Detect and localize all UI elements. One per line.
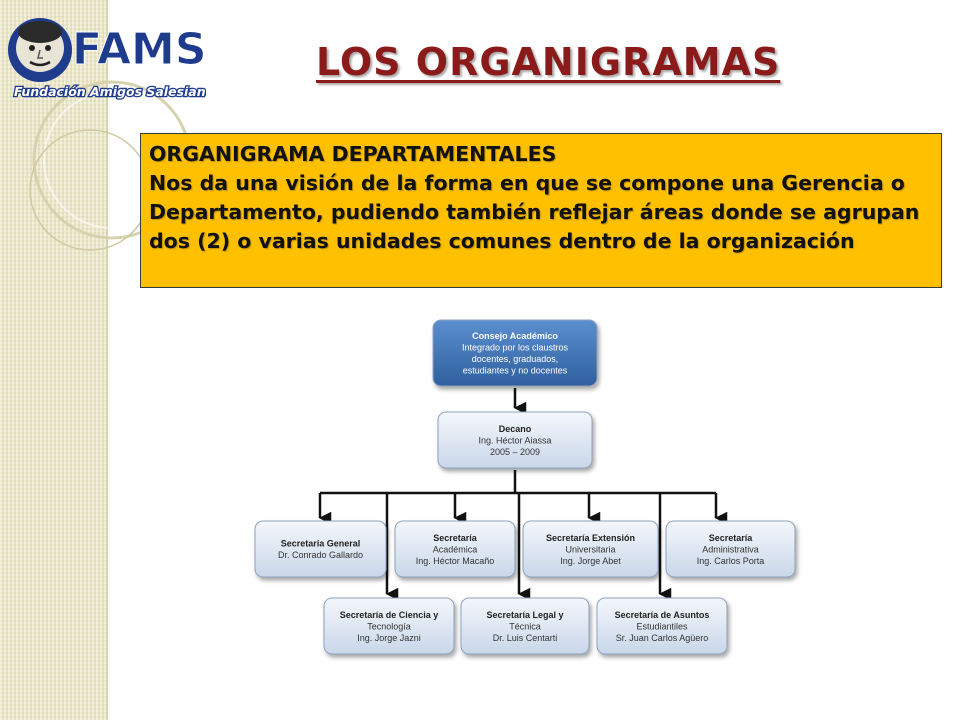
org-node-text: Secretaría General bbox=[281, 539, 361, 549]
info-body: Nos da una visión de la forma en que se … bbox=[149, 171, 920, 253]
fams-logo: FAMS Fundación Amigos Salesianos bbox=[8, 18, 206, 100]
info-heading: ORGANIGRAMA DEPARTAMENTALES bbox=[149, 142, 557, 166]
org-node-text: Decano bbox=[499, 424, 532, 434]
org-node-box bbox=[394, 520, 516, 578]
org-node-text: Ing. Héctor Aiassa bbox=[478, 435, 551, 445]
org-node-text: Estudiantiles bbox=[636, 621, 688, 631]
org-node-box bbox=[522, 520, 659, 578]
sidebar-texture bbox=[0, 0, 106, 720]
org-node-box bbox=[460, 597, 590, 655]
org-node-text: Sr. Juan Carlos Agüero bbox=[616, 633, 709, 643]
org-node-text: Ing. Héctor Macaño bbox=[416, 556, 495, 566]
org-node-box bbox=[437, 411, 593, 469]
org-node-box bbox=[596, 597, 728, 655]
org-node-text: Tecnología bbox=[367, 621, 411, 631]
logo-tagline: Fundación Amigos Salesianos bbox=[14, 84, 206, 99]
org-node-box bbox=[665, 520, 796, 578]
page-title: LOS ORGANIGRAMAS bbox=[316, 40, 781, 84]
org-node-text: Secretaría Legal y bbox=[486, 610, 563, 620]
org-node-text: Ing. Carlos Porta bbox=[697, 556, 765, 566]
org-node-text: Dr. Luis Centarti bbox=[493, 633, 558, 643]
org-node-text: Académica bbox=[433, 544, 478, 554]
connector-lines bbox=[318, 388, 728, 601]
org-node-box bbox=[323, 597, 455, 655]
org-node-text: Secretaría de Asuntos bbox=[615, 610, 710, 620]
org-node-text: Administrativa bbox=[702, 544, 759, 554]
org-node-text: Universitaria bbox=[565, 544, 615, 554]
org-node-text: Secretaría de Ciencia y bbox=[340, 610, 439, 620]
org-node-text: Consejo Académico bbox=[472, 331, 558, 341]
org-node-box bbox=[432, 319, 598, 387]
org-node-text: Secretaría bbox=[433, 533, 478, 543]
org-node-text: Secretaría Extensión bbox=[546, 533, 635, 543]
org-node-text: Ing. Jorge Jazni bbox=[357, 633, 421, 643]
info-box: ORGANIGRAMA DEPARTAMENTALES Nos da una v… bbox=[140, 133, 942, 288]
org-node-text: docentes, graduados, bbox=[472, 354, 559, 364]
org-node-text: Técnica bbox=[509, 621, 541, 631]
org-node-text: estudiantes y no docentes bbox=[463, 366, 568, 376]
org-node-text: 2005 – 2009 bbox=[490, 447, 540, 457]
mascot-icon bbox=[8, 18, 72, 82]
org-node-box bbox=[254, 520, 387, 578]
org-node-text: Dr. Conrado Gallardo bbox=[278, 550, 363, 560]
decorative-rings bbox=[29, 80, 192, 251]
org-node-text: Secretaría bbox=[709, 533, 754, 543]
logo-brand: FAMS bbox=[72, 24, 206, 75]
org-node-text: Ing. Jorge Abet bbox=[560, 556, 621, 566]
org-node-text: Integrado por los claustros bbox=[462, 343, 569, 353]
sidebar-edge bbox=[106, 0, 108, 720]
